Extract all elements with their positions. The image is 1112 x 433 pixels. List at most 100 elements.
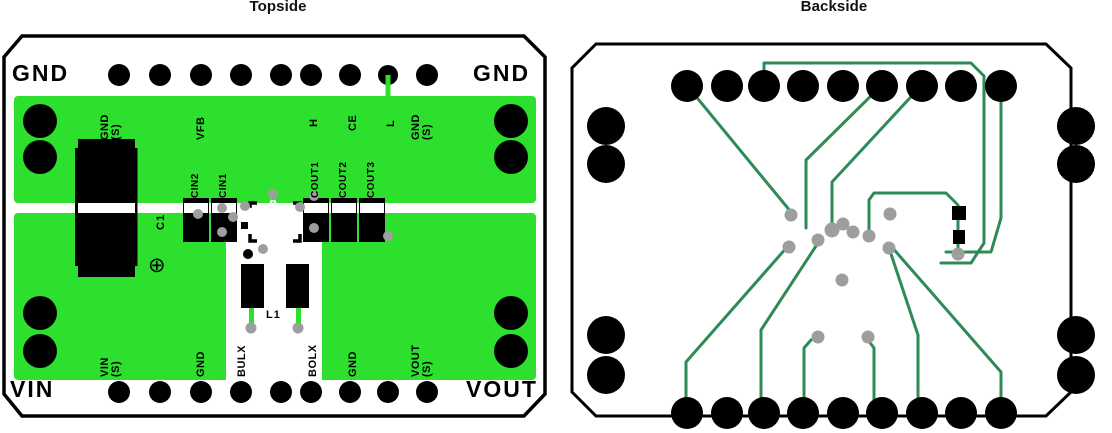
topside-board: GND GND VIN VOUT GND (S) VFB H CE L GND … [2, 34, 547, 418]
ic-bracket-br [293, 234, 302, 243]
bottom-pad-1[interactable] [108, 381, 130, 403]
bs-top-pad-9[interactable] [985, 70, 1017, 102]
bottom-pin-label-6: BOLX [307, 344, 319, 377]
bs-bot-pad-5[interactable] [827, 397, 859, 429]
component-cout3[interactable] [359, 198, 385, 242]
top-pad-3[interactable] [190, 64, 212, 86]
bottom-pin-row [108, 381, 438, 403]
bottom-pad-4[interactable] [230, 381, 252, 403]
bs-bot-pad-7[interactable] [906, 397, 938, 429]
bottom-pad-3[interactable] [190, 381, 212, 403]
top-pin-label-5: H [308, 118, 320, 127]
l1-core-window [264, 260, 286, 312]
bs-smd-pad-2[interactable] [953, 230, 965, 244]
bs-bot-pad-6[interactable] [866, 397, 898, 429]
cout2-gap [332, 203, 356, 213]
bs-via-3 [811, 233, 825, 247]
bs-mount-bl-2[interactable] [587, 356, 625, 394]
mount-pad-tr-2[interactable] [494, 140, 528, 174]
mount-pad-tl-1[interactable] [23, 104, 57, 138]
mount-pad-bl-2[interactable] [23, 334, 57, 368]
bs-mount-br-1[interactable] [1057, 316, 1095, 354]
mount-pad-br-2[interactable] [494, 334, 528, 368]
bs-bot-pad-2[interactable] [711, 397, 743, 429]
bs-top-pad-5[interactable] [827, 70, 859, 102]
top-pad-2[interactable] [149, 64, 171, 86]
topside-panel: Topside [2, 0, 547, 418]
bs-top-pad-7[interactable] [906, 70, 938, 102]
component-l1[interactable] [241, 260, 309, 334]
top-pad-1[interactable] [108, 64, 130, 86]
ic-via-far-left [193, 209, 203, 219]
top-pad-4[interactable] [230, 64, 252, 86]
bs-top-pad-2[interactable] [711, 70, 743, 102]
cout1-via-top [309, 191, 319, 201]
bs-bot-pad-8[interactable] [945, 397, 977, 429]
ic-bracket-bl [248, 234, 257, 243]
backside-traces [684, 61, 1003, 404]
bs-mount-tl-2[interactable] [587, 145, 625, 183]
bs-mount-tr-2[interactable] [1057, 145, 1095, 183]
bs-mount-br-2[interactable] [1057, 356, 1095, 394]
bottom-pad-9[interactable] [416, 381, 438, 403]
cin1-via-top [217, 203, 227, 213]
bs-mount-tr-1[interactable] [1057, 107, 1095, 145]
ic-via-left [240, 201, 250, 211]
label-gnd-top-left: GND [12, 60, 70, 86]
label-gnd-top-right: GND [473, 60, 531, 86]
mount-pad-tl-2[interactable] [23, 140, 57, 174]
refdes-l1: L1 [266, 309, 281, 321]
component-c1[interactable] [75, 139, 138, 277]
ic-via-bottom [258, 244, 268, 254]
bs-top-pad-1[interactable] [671, 70, 703, 102]
component-cin2[interactable] [183, 198, 209, 242]
bottom-pad-6[interactable] [300, 381, 322, 403]
top-pad-7[interactable] [339, 64, 361, 86]
top-pad-9[interactable] [416, 64, 438, 86]
bottom-pad-5[interactable] [270, 381, 292, 403]
bottom-pin-label-7: GND [347, 351, 359, 377]
component-ic-bga[interactable] [193, 189, 305, 259]
backside-panel: Backside [556, 0, 1112, 433]
refdes-cin2: CIN2 [190, 173, 201, 198]
top-pad-5[interactable] [270, 64, 292, 86]
label-vin-bottom-left: VIN [10, 376, 55, 402]
bs-top-pad-8[interactable] [945, 70, 977, 102]
backside-vias [782, 207, 965, 344]
mount-pad-bl-1[interactable] [23, 296, 57, 330]
bs-bot-pad-3[interactable] [748, 397, 780, 429]
top-pad-6[interactable] [300, 64, 322, 86]
ic-via-right [295, 202, 305, 212]
bs-bot-pad-9[interactable] [985, 397, 1017, 429]
backside-board-svg [570, 42, 1095, 429]
bs-top-pad-6[interactable] [866, 70, 898, 102]
cin2-gap [184, 203, 208, 213]
mount-pad-tr-1[interactable] [494, 104, 528, 138]
top-pin-label-2: VFB [195, 116, 207, 141]
label-vout-bottom-right: VOUT [466, 376, 538, 402]
bs-mount-bl-1[interactable] [587, 316, 625, 354]
bs-bot-pad-4[interactable] [787, 397, 819, 429]
component-cout2[interactable] [331, 198, 357, 242]
bs-mount-tl-1[interactable] [587, 107, 625, 145]
cout1-via-bot [309, 223, 319, 233]
ic-via-left2 [228, 212, 238, 222]
bottom-pad-7[interactable] [339, 381, 361, 403]
component-cout1[interactable] [303, 191, 329, 242]
bs-smd-pad-1[interactable] [952, 206, 966, 220]
bottom-pad-8[interactable] [377, 381, 399, 403]
bs-via-7 [862, 229, 876, 243]
refdes-cin1: CIN1 [218, 173, 229, 198]
ic-marker-square [241, 222, 248, 229]
topside-board-svg [2, 34, 547, 418]
mount-pad-br-1[interactable] [494, 296, 528, 330]
bs-via-8 [883, 207, 897, 221]
bs-bot-pad-1[interactable] [671, 397, 703, 429]
refdes-cout2: COUT2 [338, 161, 349, 198]
bs-top-pad-4[interactable] [787, 70, 819, 102]
c1-polarity-icon: ⊕ [148, 254, 166, 277]
bs-top-pad-3[interactable] [748, 70, 780, 102]
top-pin-label-8: GND (S) [410, 114, 433, 140]
bottom-pad-2[interactable] [149, 381, 171, 403]
